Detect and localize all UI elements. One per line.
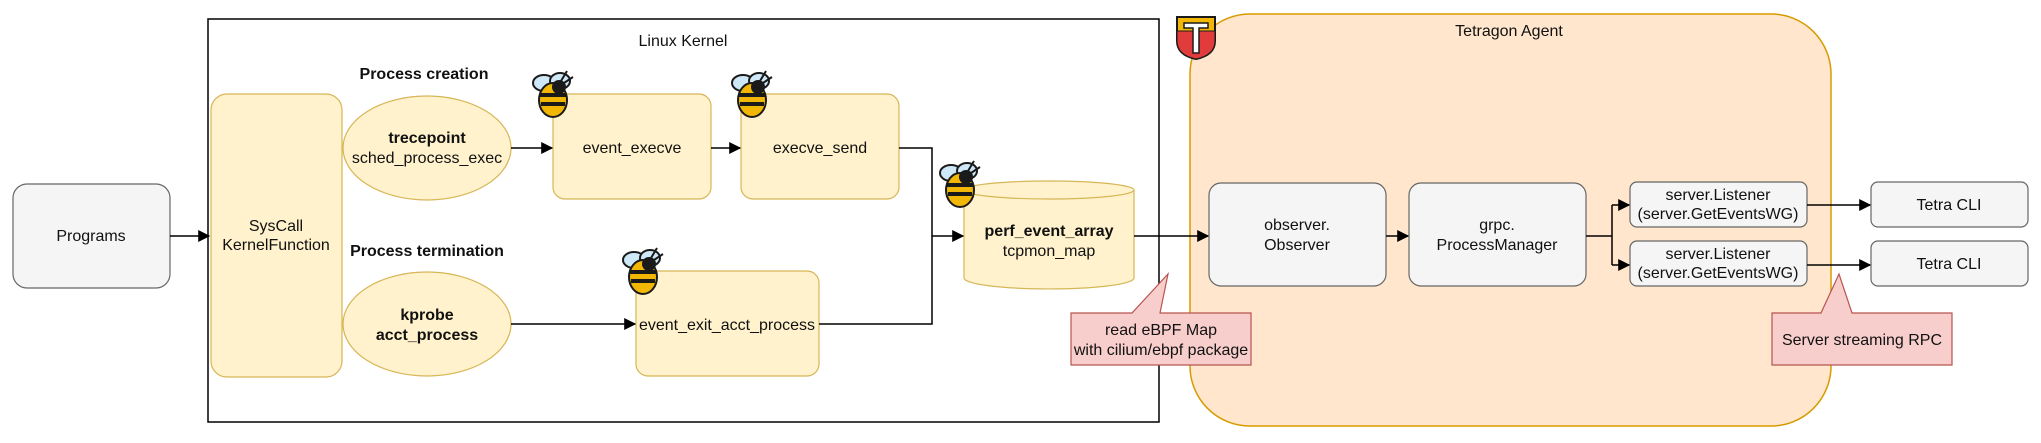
send-to-map-arrow: [899, 147, 965, 242]
syscall-label-line1: SysCall: [249, 218, 303, 235]
streaming-rpc-callout: [1771, 272, 1953, 366]
event-execve-label: event_execve: [583, 140, 682, 157]
programs-label: Programs: [56, 228, 125, 245]
observer-box: [1208, 182, 1387, 287]
listener-label-line1: server.Listener: [1666, 187, 1772, 204]
tracepoint-label-line2: sched_process_exec: [352, 150, 502, 167]
perf-event-array-map: [963, 180, 1135, 290]
kprobe-node: [342, 271, 512, 377]
syscall-box: [210, 93, 343, 378]
listener-label-line1: server.Listener: [1666, 246, 1772, 263]
connectors: [170, 142, 1872, 330]
tracepoint-label-line1: trecepoint: [388, 130, 466, 147]
tetragon-logo-icon: [1176, 16, 1216, 61]
grpc-label-line2: ProcessManager: [1437, 237, 1559, 254]
read-map-callout: [1070, 272, 1252, 366]
observer-label-line1: observer.: [1264, 217, 1330, 234]
perf-map-label-line2: tcpmon_map: [1003, 243, 1096, 260]
process-creation-heading: Process creation: [360, 66, 489, 83]
perf-map-label-line1: perf_event_array: [985, 223, 1114, 240]
read-map-callout-line2: with cilium/ebpf package: [1073, 342, 1248, 359]
grpc-label-line1: grpc.: [1479, 217, 1515, 234]
kprobe-label-line2: acct_process: [376, 327, 478, 344]
tetra-cli-label: Tetra CLI: [1917, 197, 1982, 214]
listener-label-line2: (server.GetEventsWG): [1638, 206, 1799, 223]
listener-label-line2: (server.GetEventsWG): [1638, 265, 1799, 282]
syscall-label-line2: KernelFunction: [222, 237, 330, 254]
streaming-rpc-label: Server streaming RPC: [1782, 332, 1942, 349]
observer-label-line2: Observer: [1264, 237, 1330, 254]
linux-kernel-title: Linux Kernel: [639, 33, 728, 50]
execve-send-label: execve_send: [773, 140, 867, 157]
process-termination-heading: Process termination: [350, 243, 504, 260]
process-manager-box: [1408, 182, 1587, 287]
event-exit-label: event_exit_acct_process: [639, 317, 815, 334]
tracepoint-node: [342, 95, 512, 201]
kprobe-label-line1: kprobe: [400, 307, 453, 324]
tetragon-agent-title: Tetragon Agent: [1455, 23, 1563, 40]
read-map-callout-line1: read eBPF Map: [1105, 322, 1217, 339]
exit-to-map-line: [819, 236, 933, 325]
tetra-cli-label: Tetra CLI: [1917, 256, 1982, 273]
